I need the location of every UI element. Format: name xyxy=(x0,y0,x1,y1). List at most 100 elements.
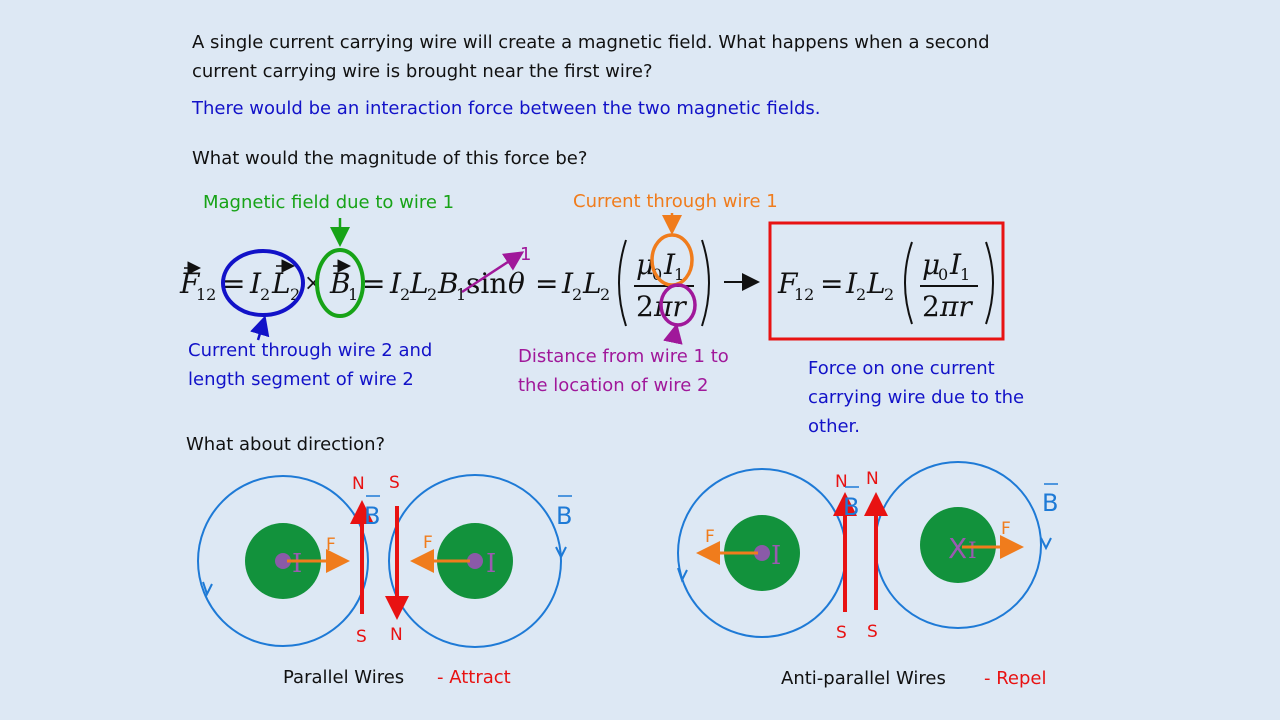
svg-text:I: I xyxy=(389,267,402,300)
svg-text:πr: πr xyxy=(939,290,973,323)
intro-line-2: current carrying wire is brought near th… xyxy=(192,61,653,82)
svg-text:L: L xyxy=(582,267,602,300)
current-dot-left xyxy=(754,545,770,561)
distance-label-2: the location of wire 2 xyxy=(518,375,709,396)
svg-text:2: 2 xyxy=(572,285,582,304)
parallel-result: - Attract xyxy=(437,667,511,688)
svg-text:L: L xyxy=(409,267,429,300)
distance-pointer-arrow xyxy=(663,323,683,345)
force-label-right: F xyxy=(1001,519,1011,539)
pole-n-top-left: N xyxy=(835,472,848,492)
antiparallel-diagram: I X I F F N N S S B B xyxy=(677,461,1058,643)
b-field-highlight xyxy=(315,248,365,318)
current-into-page-mark: X xyxy=(948,532,967,565)
current-wire2-label-2: length segment of wire 2 xyxy=(188,369,414,390)
current-dot-right xyxy=(467,553,483,569)
svg-text:1: 1 xyxy=(456,285,466,304)
distance-label-1: Distance from wire 1 to xyxy=(518,346,729,367)
svg-text:12: 12 xyxy=(196,285,216,304)
result-box xyxy=(768,221,1005,341)
svg-text:0: 0 xyxy=(938,265,948,284)
result-equation: F 12 = I 2 L 2 μ 0 I 1 2 πr xyxy=(777,241,994,325)
force-label-1: Force on one current xyxy=(808,358,995,379)
svg-text:1: 1 xyxy=(674,265,684,284)
svg-text:2: 2 xyxy=(427,285,437,304)
current-wire2-highlight xyxy=(221,249,305,317)
pole-n-top: N xyxy=(352,474,365,494)
direction-question: What about direction? xyxy=(186,434,386,455)
magnitude-question: What would the magnitude of this force b… xyxy=(192,148,588,169)
svg-text:1: 1 xyxy=(960,265,970,284)
svg-text:2: 2 xyxy=(260,285,270,304)
svg-text:12: 12 xyxy=(794,285,814,304)
svg-text:I: I xyxy=(949,248,962,281)
force-equation: F 12 = I 2 L 2 × B 1 = I 2 L 2 B 1 sin θ… xyxy=(179,239,710,327)
pole-s-top: S xyxy=(389,473,400,493)
b-label-left: B xyxy=(364,502,380,530)
svg-text:1: 1 xyxy=(348,285,358,304)
field-direction-arrowhead xyxy=(677,567,688,583)
svg-text:F: F xyxy=(179,267,201,300)
field-line-left xyxy=(197,475,369,647)
svg-text:=: = xyxy=(820,267,843,300)
svg-text:I: I xyxy=(561,267,574,300)
b-label-right: B xyxy=(1042,489,1058,517)
answer-text: There would be an interaction force betw… xyxy=(192,98,821,119)
antiparallel-caption: Anti-parallel Wires xyxy=(781,668,946,689)
svg-text:=: = xyxy=(362,267,385,300)
svg-text:2: 2 xyxy=(922,290,940,323)
svg-text:2: 2 xyxy=(636,290,654,323)
svg-text:πr: πr xyxy=(653,290,687,323)
force-label-3: other. xyxy=(808,416,861,437)
pole-s-bottom: S xyxy=(356,627,367,647)
svg-text:L: L xyxy=(271,267,291,300)
force-label-left: F xyxy=(326,535,336,555)
pole-n-top-right: N xyxy=(866,469,879,489)
svg-text:=: = xyxy=(535,267,558,300)
svg-text:2: 2 xyxy=(884,285,894,304)
svg-text:θ: θ xyxy=(508,267,525,300)
pole-s-bottom-right: S xyxy=(867,622,878,642)
current-label-left: I xyxy=(771,541,781,571)
svg-text:I: I xyxy=(663,248,676,281)
svg-text:=: = xyxy=(222,267,245,300)
force-label-left: F xyxy=(705,527,715,547)
parallel-caption: Parallel Wires xyxy=(283,667,405,688)
svg-text:μ: μ xyxy=(636,248,654,281)
wire-core-right xyxy=(920,507,996,583)
pole-n-bottom: N xyxy=(390,625,403,645)
field-direction-arrowhead xyxy=(202,581,213,597)
svg-text:2: 2 xyxy=(290,285,300,304)
svg-text:I: I xyxy=(845,267,858,300)
force-label-right: F xyxy=(423,533,433,553)
antiparallel-result: - Repel xyxy=(984,668,1047,689)
parallel-diagram: I I F F N S S N B B xyxy=(197,473,572,648)
b-label-right: B xyxy=(556,502,572,530)
field-line-right xyxy=(388,474,562,648)
b-field-wire1-label: Magnetic field due to wire 1 xyxy=(203,192,455,213)
svg-text:I: I xyxy=(249,267,262,300)
current-wire2-pointer-arrow xyxy=(250,315,270,341)
current-label-right: I xyxy=(486,549,496,579)
svg-text:B: B xyxy=(329,267,351,300)
b-label-left: B xyxy=(843,493,859,521)
current-wire1-label: Current through wire 1 xyxy=(573,191,778,212)
svg-text:F: F xyxy=(777,267,799,300)
svg-text:2: 2 xyxy=(400,285,410,304)
force-label-2: carrying wire due to the xyxy=(808,387,1025,408)
svg-text:2: 2 xyxy=(600,285,610,304)
svg-text:μ: μ xyxy=(922,248,940,281)
current-label-right: I xyxy=(968,539,977,564)
svg-text:2: 2 xyxy=(856,285,866,304)
current-dot-left xyxy=(275,553,291,569)
svg-text:L: L xyxy=(866,267,886,300)
current-wire2-label-1: Current through wire 2 and xyxy=(188,340,433,361)
sin-pointer-arrow xyxy=(461,251,525,294)
pole-s-bottom-left: S xyxy=(836,623,847,643)
field-direction-arrowhead xyxy=(1040,537,1052,551)
sin-equals-one: 1 xyxy=(520,244,532,265)
svg-text:B: B xyxy=(437,267,459,300)
field-direction-arrowhead xyxy=(555,546,567,560)
svg-text:sin: sin xyxy=(466,267,507,300)
